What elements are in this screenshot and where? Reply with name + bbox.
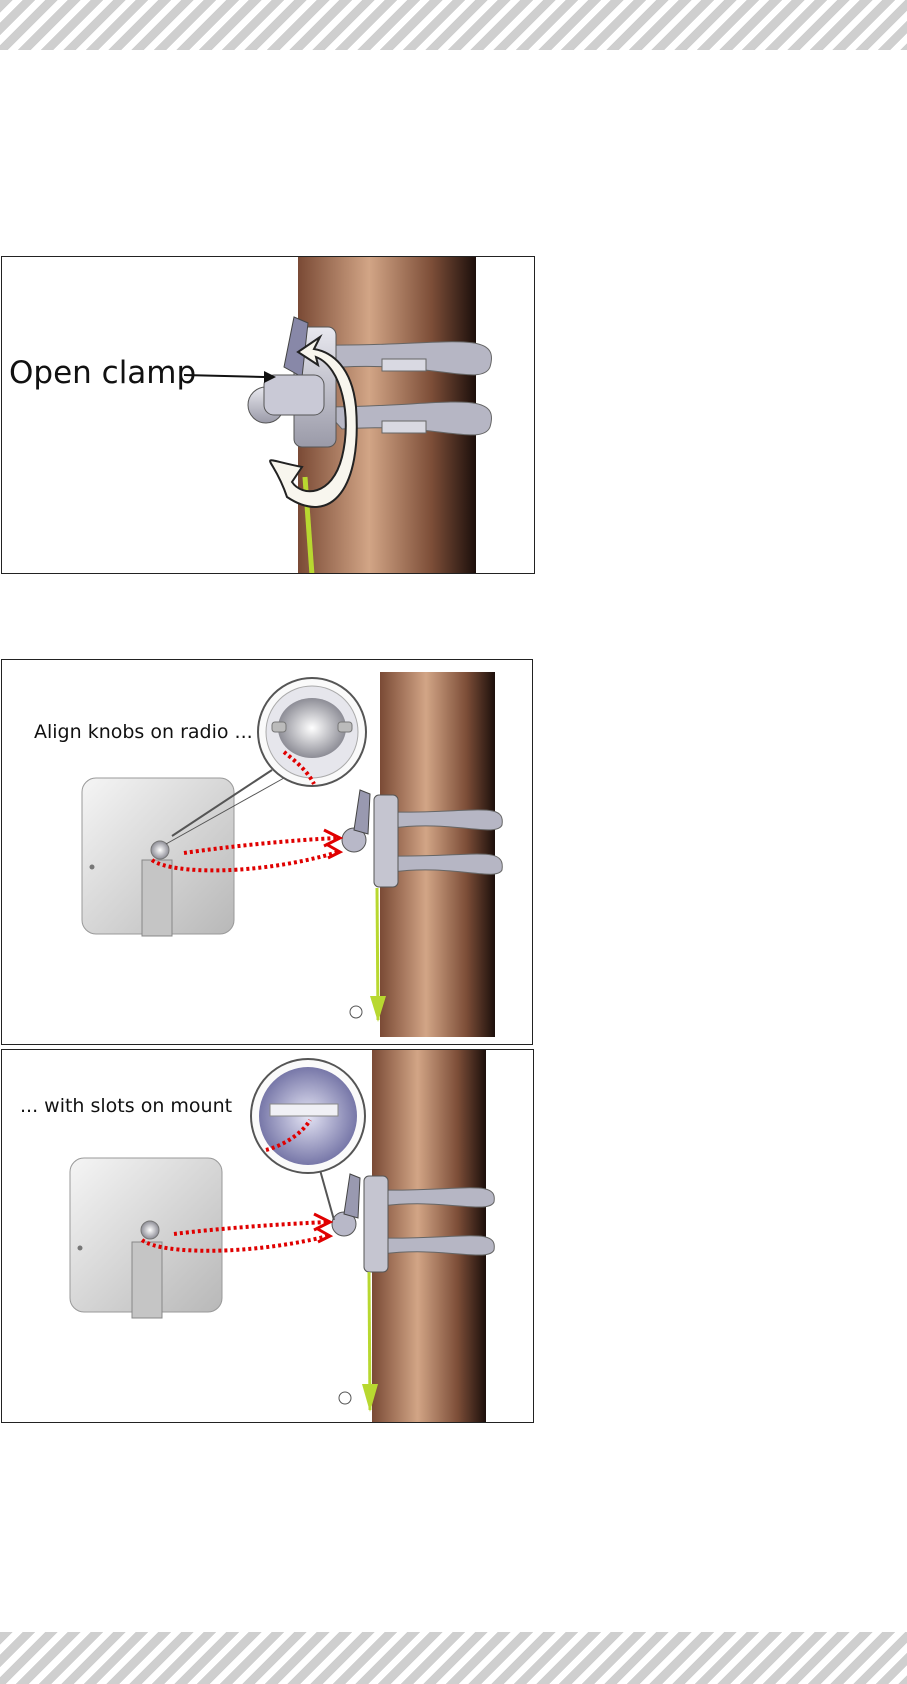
radio-align-illustration <box>2 660 533 1045</box>
ground-symbol-icon <box>350 1006 362 1018</box>
pole-clamp-illustration <box>2 257 535 574</box>
header-stripe-band <box>0 0 907 50</box>
figure-slots-on-mount: ... with slots on mount <box>1 1049 534 1423</box>
slots-on-mount-label: ... with slots on mount <box>20 1095 232 1117</box>
figure-align-knobs: Align knobs on radio ... <box>1 659 533 1045</box>
ground-symbol-icon <box>339 1392 351 1404</box>
footer-stripe-band <box>0 1632 907 1684</box>
open-clamp-label: Open clamp <box>9 355 196 391</box>
align-knobs-label: Align knobs on radio ... <box>34 721 253 743</box>
figure-open-clamp: Open clamp <box>1 256 535 574</box>
